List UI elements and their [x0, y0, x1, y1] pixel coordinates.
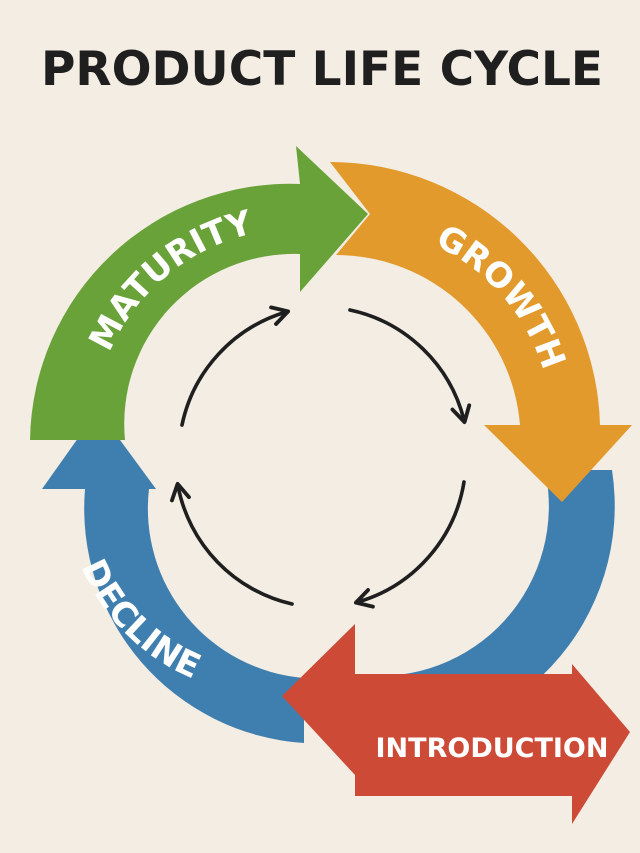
inner-arrow-bottom-right — [353, 480, 466, 609]
maturity-arrow — [30, 146, 368, 440]
stage-maturity: MATURITY — [30, 146, 368, 440]
introduction-label: INTRODUCTION — [376, 733, 609, 764]
inner-cycle-arrows — [170, 305, 472, 609]
growth-arrow — [330, 161, 632, 502]
inner-arrow-top-right — [348, 308, 472, 425]
decline-arrow — [42, 410, 304, 743]
inner-arrow-top-left — [180, 305, 291, 427]
decline-arc-tail — [360, 470, 615, 741]
introduction-arrow — [282, 624, 630, 824]
stage-growth: GROWTH — [330, 161, 632, 502]
stage-introduction: INTRODUCTION — [282, 624, 630, 824]
stage-decline: DECLINE — [42, 410, 304, 743]
page-title: PRODUCT LIFE CYCLE — [40, 42, 604, 97]
inner-arrow-bottom-left — [170, 481, 294, 606]
